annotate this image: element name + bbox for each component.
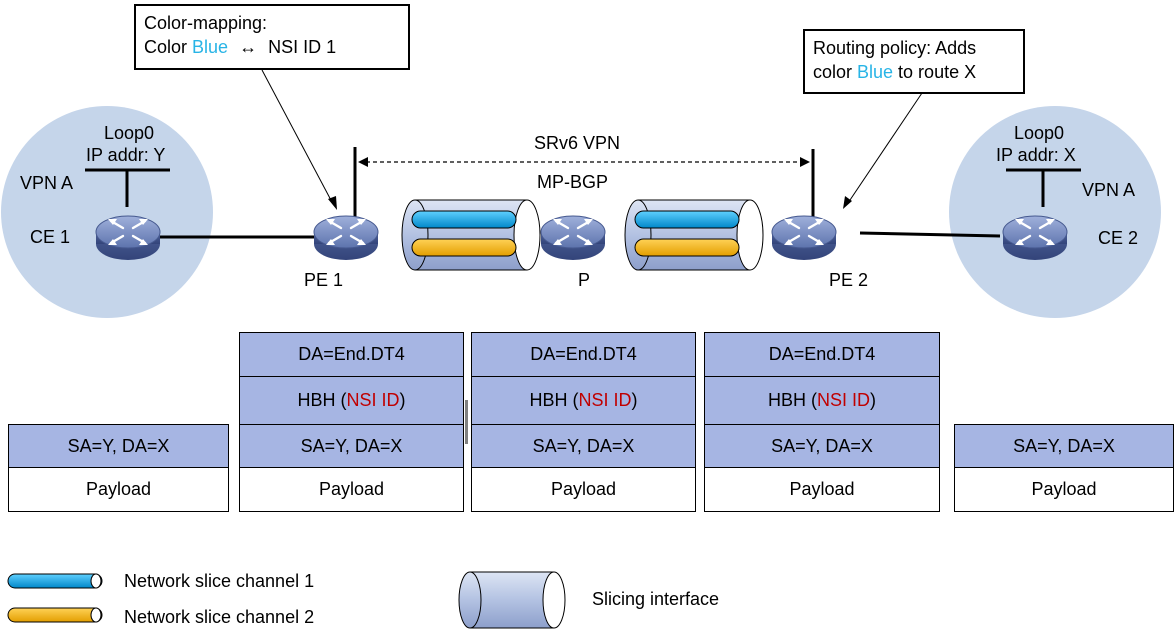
routing-policy-line1: Routing policy: Adds xyxy=(813,38,977,58)
packet-ce2-ip-text: SA=Y, DA=X xyxy=(1013,435,1115,456)
packet-pe2-hbh-suffix: ) xyxy=(870,390,876,410)
packet-pe1-da-text: DA=End.DT4 xyxy=(298,344,405,364)
packet-ce1-ip-text: SA=Y, DA=X xyxy=(67,435,170,456)
packet-pe2-ip-text: SA=Y, DA=X xyxy=(771,435,873,456)
packet-p-hbh-suffix: ) xyxy=(631,390,638,410)
packet-ce1-payload-text: Payload xyxy=(85,479,152,499)
color-mapping-rule: Color Blue ↔ NSI ID 1 xyxy=(144,35,400,59)
packet-pe1-payload-text: Payload xyxy=(318,479,385,499)
legend-channel2-icon xyxy=(7,607,103,623)
ce1-loopback-label: Loop0 xyxy=(104,123,155,143)
bidirectional-arrow-icon: ↔ xyxy=(239,37,258,57)
vpn-a-site-left xyxy=(1,106,213,318)
packet-pe1-payload: Payload xyxy=(239,467,464,512)
callout-pointer-right xyxy=(847,92,923,204)
packet-p-da-header: DA=End.DT4 xyxy=(471,332,696,377)
packet-pe2-payload: Payload xyxy=(704,467,940,512)
ce1-ip-label: IP addr: Y xyxy=(86,145,166,165)
ce2-ip-label: IP addr: X xyxy=(996,145,1076,165)
routing-policy-prefix: color xyxy=(813,62,858,82)
packet-pe2-da-text: DA=End.DT4 xyxy=(768,344,876,364)
color-mapping-color-word: Blue xyxy=(192,37,229,57)
routing-policy-color-word: Blue xyxy=(857,62,894,82)
column-separator-tick xyxy=(465,400,468,444)
packet-pe1-da-header: DA=End.DT4 xyxy=(239,332,464,377)
srv6-arrow-left xyxy=(358,157,368,167)
color-mapping-callout: Color-mapping: Color Blue ↔ NSI ID 1 xyxy=(134,4,410,70)
p-router-icon xyxy=(539,214,607,262)
packet-p-hbh-header: HBH (NSI ID) xyxy=(471,376,696,425)
packet-pe2-hbh-prefix: HBH ( xyxy=(767,390,817,410)
routing-policy-suffix: to route X xyxy=(893,62,977,82)
packet-ce1-ip-header: SA=Y, DA=X xyxy=(8,424,229,468)
packet-pe1-hbh-header: HBH (NSI ID) xyxy=(239,376,464,425)
packet-pe1-ip-header: SA=Y, DA=X xyxy=(239,424,464,468)
packet-p-nsi-id: NSI ID xyxy=(578,390,632,410)
pe2-label: PE 2 xyxy=(829,270,869,290)
packet-pe2-ip-header: SA=Y, DA=X xyxy=(704,424,940,468)
packet-pe1-ip-text: SA=Y, DA=X xyxy=(300,435,403,456)
packet-pe2-nsi-id: NSI ID xyxy=(816,390,870,410)
link-pe2-ce2 xyxy=(859,231,1001,238)
packet-p-da-text: DA=End.DT4 xyxy=(530,344,637,364)
callout-pointer-right-head xyxy=(843,196,852,209)
packet-pe1-nsi-id: NSI ID xyxy=(346,390,400,410)
slicing-interface-p-pe2 xyxy=(624,199,764,271)
packet-p-hbh-prefix: HBH ( xyxy=(529,390,579,410)
ce2-label: CE 2 xyxy=(1098,228,1139,248)
vpn-a-left-label: VPN A xyxy=(20,173,74,193)
routing-policy-callout: Routing policy: Adds color Blue to route… xyxy=(803,29,1025,94)
ce1-router-icon xyxy=(94,214,162,262)
packet-ce2-payload: Payload xyxy=(954,467,1174,512)
p-label: P xyxy=(578,270,591,290)
callout-pointer-left xyxy=(261,69,334,205)
packet-p-payload-text: Payload xyxy=(550,479,617,499)
packet-ce1-payload: Payload xyxy=(8,467,229,512)
vpn-a-right-label: VPN A xyxy=(1082,180,1136,200)
pe1-router-icon xyxy=(312,214,380,262)
packet-pe1-hbh-suffix: ) xyxy=(399,390,406,410)
packet-ce2-ip-header: SA=Y, DA=X xyxy=(954,424,1174,468)
legend-slicing-interface-label: Slicing interface xyxy=(592,589,720,609)
packet-pe2-hbh-header: HBH (NSI ID) xyxy=(704,376,940,425)
ce1-label: CE 1 xyxy=(30,227,71,247)
routing-policy-line2: color Blue to route X xyxy=(813,60,1015,84)
ce2-router-icon xyxy=(1001,214,1069,262)
legend-slicing-interface-icon xyxy=(458,571,566,629)
packet-pe2-da-header: DA=End.DT4 xyxy=(704,332,940,377)
color-mapping-title: Color-mapping: xyxy=(144,13,268,33)
legend-channel2-label: Network slice channel 2 xyxy=(124,607,315,627)
callout-pointer-left-head xyxy=(328,196,337,210)
packet-pe2-payload-text: Payload xyxy=(789,479,855,499)
color-mapping-prefix: Color xyxy=(144,37,193,57)
color-mapping-target: NSI ID 1 xyxy=(268,37,337,57)
legend-channel1-label: Network slice channel 1 xyxy=(124,571,315,591)
packet-p-payload: Payload xyxy=(471,467,696,512)
legend-channel1-icon xyxy=(7,573,103,589)
mp-bgp-label: MP-BGP xyxy=(537,172,609,192)
slicing-interface-pe1-p xyxy=(401,199,541,271)
packet-p-ip-text: SA=Y, DA=X xyxy=(532,435,635,456)
vpn-a-site-right xyxy=(949,106,1161,318)
pe2-router-icon xyxy=(770,214,838,262)
packet-pe1-hbh-prefix: HBH ( xyxy=(297,390,347,410)
srv6-arrow-right xyxy=(800,157,810,167)
ce2-loopback-label: Loop0 xyxy=(1014,123,1065,143)
pe1-label: PE 1 xyxy=(304,270,344,290)
srv6-vpn-label: SRv6 VPN xyxy=(534,133,621,153)
packet-p-ip-header: SA=Y, DA=X xyxy=(471,424,696,468)
packet-ce2-payload-text: Payload xyxy=(1031,479,1097,499)
